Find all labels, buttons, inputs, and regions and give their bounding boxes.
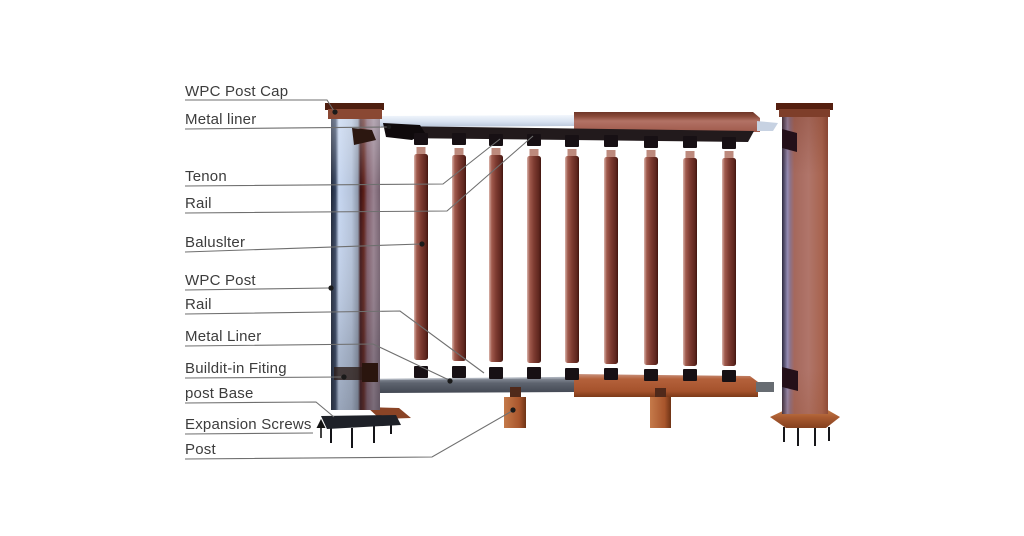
left-post-top-fitting — [352, 128, 376, 145]
bottom-rail-metal-liner — [370, 378, 575, 393]
anchor-dot — [341, 374, 347, 380]
top-rail-bottom-strip — [387, 126, 754, 142]
baluster — [565, 149, 579, 363]
label-built-in-fitting: Buildit-in Fiting — [185, 360, 287, 377]
label-rail-bottom: Rail — [185, 296, 212, 313]
leader-metal-liner-bottom — [184, 343, 450, 381]
left-post-cap — [325, 103, 384, 119]
right-post-shading — [782, 115, 828, 414]
baluster — [489, 148, 503, 362]
expansion-screw-icon — [316, 419, 326, 438]
support-post-right — [650, 388, 671, 428]
right-post-mortise-top — [782, 129, 797, 152]
baluster — [722, 151, 736, 366]
top-rail — [373, 112, 778, 149]
leader-rail-bottom — [184, 310, 485, 374]
balusters — [414, 147, 736, 366]
anchor-dot — [386, 124, 392, 130]
leader-baluster — [184, 243, 422, 253]
left-post-bottom-fitting-block — [362, 363, 378, 382]
baluster — [683, 151, 697, 366]
right-post-cap — [776, 103, 833, 117]
top-rail-tenons — [414, 133, 736, 149]
label-tenon: Tenon — [185, 168, 227, 185]
anchor-dot — [447, 378, 453, 384]
bottom-rail-liner-tip — [756, 382, 774, 392]
anchor-dot — [332, 109, 338, 115]
left-post-shading — [331, 117, 380, 410]
bottom-rail-wpc-cover — [574, 374, 758, 397]
bottom-rail-tenons — [414, 366, 736, 382]
anchor-dot — [328, 285, 334, 291]
left-post — [321, 103, 411, 448]
label-post: Post — [185, 441, 216, 458]
baluster — [604, 150, 618, 364]
baluster — [414, 147, 428, 360]
label-metal-liner-top: Metal liner — [185, 111, 257, 128]
baluster — [452, 148, 466, 361]
top-rail-metal-liner — [373, 115, 575, 127]
leader-expansion-screws — [184, 432, 314, 435]
anchor-dots — [328, 109, 516, 413]
leader-wpc-post — [184, 287, 330, 291]
leader-lines — [184, 99, 534, 460]
leader-post — [184, 410, 513, 460]
leader-post-base — [184, 401, 335, 418]
label-wpc-post-cap: WPC Post Cap — [185, 83, 289, 100]
bottom-rail — [370, 366, 774, 428]
top-rail-liner-tip — [757, 121, 778, 131]
leader-metal-liner-top — [184, 126, 389, 130]
leader-wpc-post-cap — [185, 99, 335, 112]
leader-tenon — [184, 138, 501, 187]
label-wpc-post: WPC Post — [185, 272, 256, 289]
right-post-mortise-bottom — [782, 367, 798, 391]
top-rail-wpc-cover — [574, 112, 760, 132]
anchor-dot — [510, 407, 516, 413]
anchor-dot — [419, 241, 425, 247]
label-rail-top: Rail — [185, 195, 212, 212]
label-expansion-screws: Expansion Screws — [185, 416, 312, 433]
leader-built-in-fitting — [184, 376, 342, 379]
baluster — [527, 149, 541, 363]
right-post — [770, 103, 840, 446]
label-post-base: post Base — [185, 385, 254, 402]
support-post-left — [504, 387, 526, 428]
right-post-expansion-screw-legs — [783, 427, 830, 446]
label-baluster: Baluslter — [185, 234, 246, 251]
label-metal-liner-bottom: Metal Liner — [185, 328, 262, 345]
baluster — [644, 150, 658, 365]
leader-rail-top — [184, 135, 534, 214]
left-post-base-plate — [321, 415, 401, 429]
